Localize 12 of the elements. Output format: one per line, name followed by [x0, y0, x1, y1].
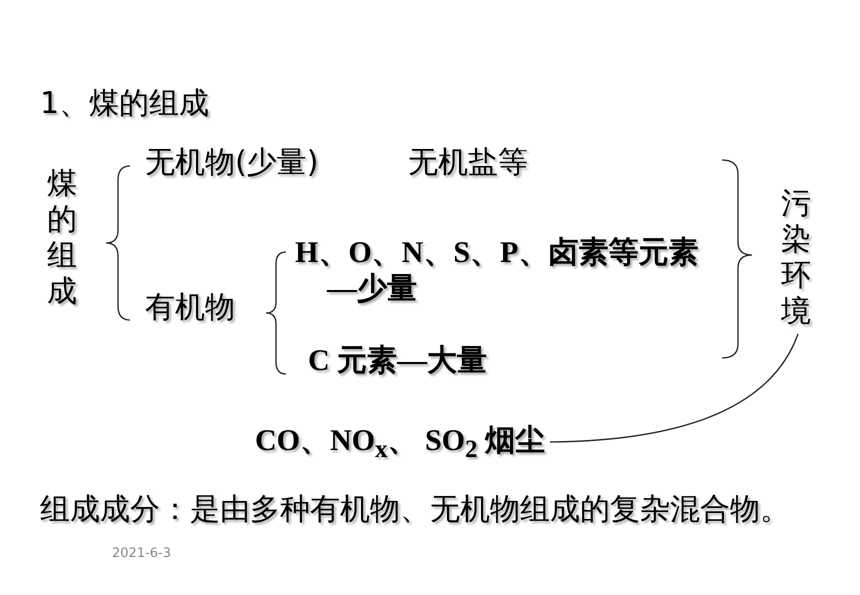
note-text: 组成成分：是由多种有机物、无机物组成的复杂混合物。 [40, 491, 791, 529]
date-text: 2021-6-3 [112, 546, 172, 562]
branch-label: H、O、N、S、P、卤素等元素—少量 [295, 235, 699, 307]
branch-label: 无机盐等 [408, 145, 528, 181]
branch-label: C 元素—大量 [308, 343, 488, 379]
vertical-label: 煤的组成 [46, 166, 78, 310]
heading: 1、煤的组成 [40, 86, 210, 122]
vertical-label: 污染环境 [780, 186, 812, 330]
branch-label: CO、NO$_{x}$、 SO$_{2}$ 烟尘 [255, 423, 546, 468]
branch-label: 无机物(少量) [145, 145, 318, 181]
connector-line [550, 334, 799, 443]
branch-label: 有机物 [145, 290, 235, 326]
